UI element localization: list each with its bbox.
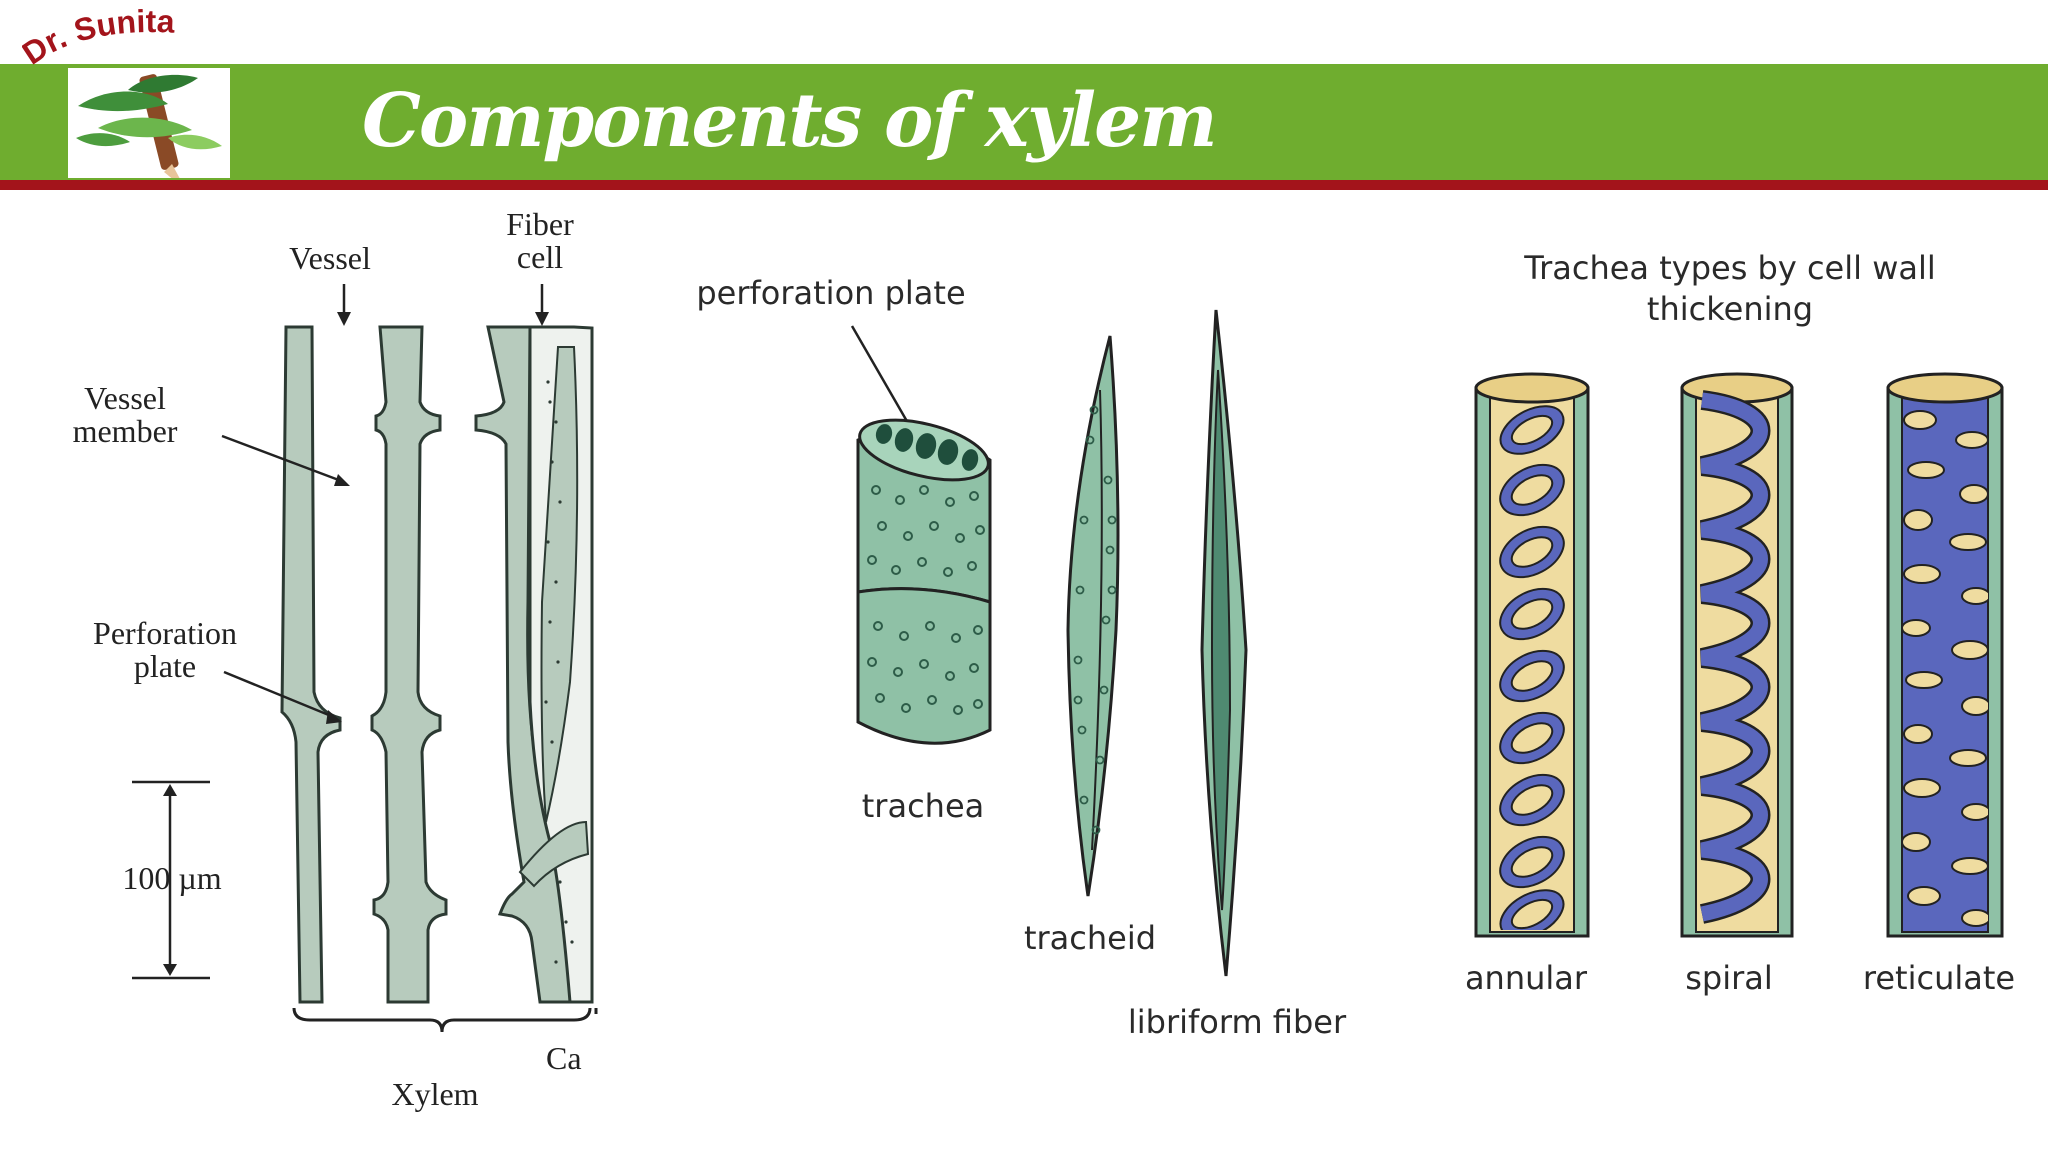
- trachea-tracheid-fiber-diagram: [850, 309, 1248, 977]
- label-perforation-plate-1: Perforation: [93, 615, 237, 651]
- header-bar: [0, 64, 2048, 182]
- header-divider: [0, 180, 2048, 190]
- label-cell: cell: [516, 239, 564, 275]
- label-scale-bar: 100 µm: [122, 860, 222, 896]
- leaf-pencil-icon: [76, 74, 222, 178]
- brand-name: Dr. Sunita: [22, 8, 175, 68]
- label-annular: annular: [1464, 959, 1588, 997]
- brand-logo-text: Dr. Sunita: [22, 8, 175, 68]
- label-fiber: Fiber: [506, 206, 574, 242]
- label-vessel: Vessel: [289, 240, 371, 276]
- trachea-types-title-line1: Trachea types by cell wall: [1524, 249, 1936, 287]
- label-vessel-member-2: member: [72, 413, 178, 449]
- label-xylem: Xylem: [391, 1076, 479, 1112]
- label-reticulate: reticulate: [1862, 959, 2016, 997]
- label-vessel-member-1: Vessel: [84, 380, 166, 416]
- label-perforation-plate: perforation plate: [696, 274, 966, 312]
- svg-text:Dr. Sunita: Dr. Sunita: [22, 8, 175, 68]
- slide-title: Components of xylem: [362, 78, 1218, 164]
- label-trachea: trachea: [861, 787, 985, 825]
- label-perforation-plate-2: plate: [133, 648, 197, 684]
- label-libriform-fiber: libriform fiber: [1127, 1003, 1347, 1041]
- label-cut-text: Ca: [546, 1042, 582, 1075]
- trachea-types-diagram: [1474, 372, 2004, 938]
- vessel-fiber-diagram: [132, 284, 598, 1033]
- logo: [68, 68, 230, 178]
- trachea-types-title-line2: thickening: [1646, 290, 1814, 328]
- label-tracheid: tracheid: [1023, 919, 1157, 957]
- label-spiral: spiral: [1685, 959, 1773, 997]
